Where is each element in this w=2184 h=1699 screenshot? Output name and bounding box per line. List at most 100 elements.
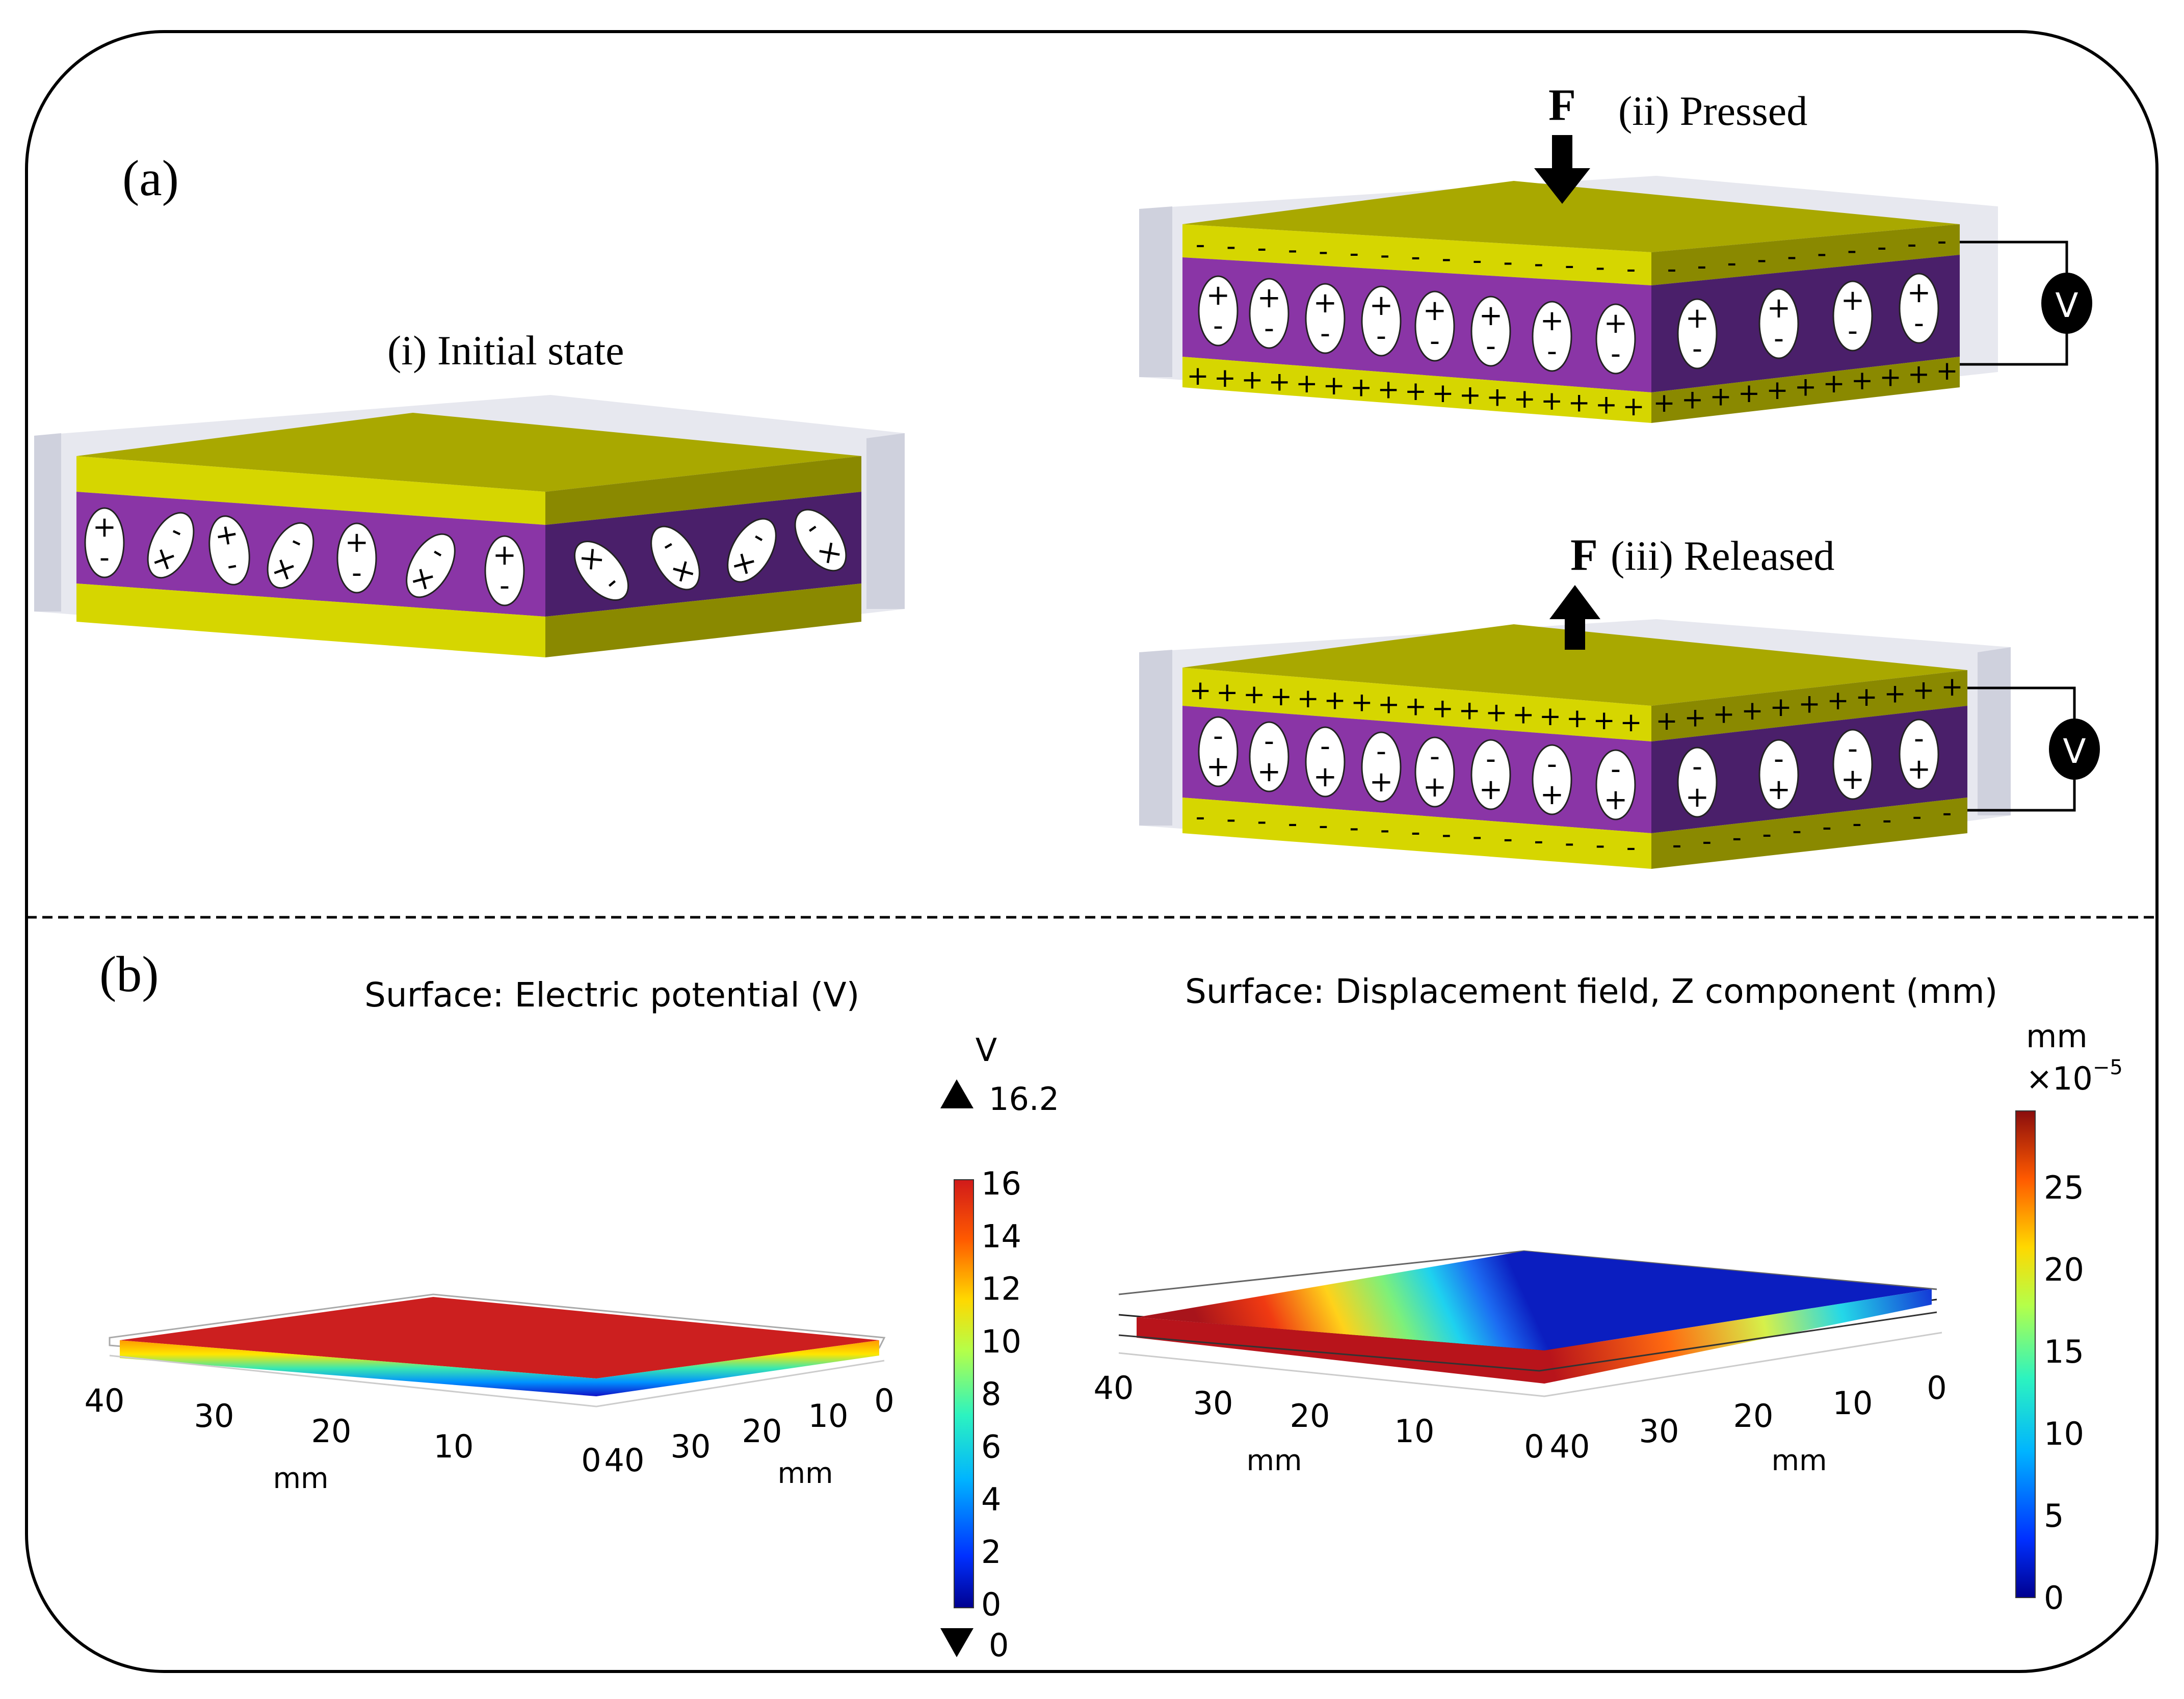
dipole-released: -+ (1414, 736, 1455, 808)
charge-pressed-bottom-front: + (1377, 374, 1400, 405)
svg-text:+: + (345, 526, 369, 559)
svg-text:+: + (1907, 276, 1931, 309)
left-max-marker: 16.2 (989, 1080, 1059, 1118)
charge-pressed-top-side: - (1757, 245, 1767, 275)
dipole-initial: -× (147, 512, 195, 579)
charge-pressed-top-front: - (1441, 243, 1451, 274)
svg-text:-: - (1547, 748, 1557, 781)
charge-released-bottom-side: - (1792, 815, 1802, 846)
charge-pressed-bottom-front: + (1187, 361, 1209, 391)
right-colorbar-scale: ×10−5 (2026, 1056, 2123, 1097)
left-axis-tick: 10 (808, 1397, 849, 1435)
charge-released-bottom-front: - (1595, 830, 1605, 861)
dipole-pressed: +- (1677, 298, 1718, 369)
charge-released-bottom-side: - (1942, 798, 1952, 828)
min-marker-icon (940, 1628, 973, 1657)
svg-text:+: + (1841, 763, 1865, 796)
svg-text:-: - (1376, 735, 1386, 768)
right-axis-tick: 40 (1550, 1428, 1590, 1465)
dipole-released: -+ (1595, 749, 1636, 820)
left-colorbar-unit: V (976, 1031, 997, 1069)
charge-pressed-bottom-front: + (1214, 363, 1236, 393)
charge-pressed-top-front: - (1565, 250, 1574, 281)
charge-released-bottom-side: - (1702, 826, 1712, 857)
svg-text:-: - (1692, 332, 1702, 365)
dipole-pressed: +- (1532, 301, 1572, 372)
svg-text:-: - (1692, 750, 1702, 783)
charge-released-top-front: + (1243, 679, 1266, 710)
svg-text:+: + (1479, 773, 1503, 806)
charge-pressed-top-front: - (1349, 238, 1359, 269)
charge-released-bottom-front: - (1472, 821, 1482, 852)
max-marker-icon (940, 1079, 973, 1108)
left-axis-tick: 20 (742, 1413, 782, 1450)
charge-released-top-front: + (1189, 675, 1212, 706)
svg-text:+: + (1686, 781, 1709, 814)
device-pressed: V (1139, 176, 2092, 423)
right-axis-tick: 20 (1290, 1397, 1330, 1435)
dipole-pressed: +- (1758, 288, 1799, 359)
left-colorbar-tick: 0 (981, 1586, 1001, 1623)
charge-pressed-bottom-front: + (1405, 376, 1427, 407)
right-colorbar-tick: 20 (2044, 1251, 2084, 1288)
svg-text:+: + (93, 511, 117, 544)
charge-pressed-bottom-front: + (1350, 373, 1373, 403)
charge-pressed-top-side: - (1817, 238, 1827, 269)
charge-pressed-bottom-front: + (1459, 380, 1482, 411)
svg-text:+: + (1767, 773, 1791, 806)
svg-text:-: - (1486, 330, 1496, 363)
potential-plate (109, 1293, 886, 1408)
charge-released-top-side: + (1798, 689, 1821, 720)
dipole-released: -+ (1305, 726, 1346, 798)
title-released: (iii) Released (1611, 533, 1834, 579)
left-colorbar-tick: 8 (981, 1375, 1001, 1413)
svg-text:-: - (1914, 307, 1924, 340)
svg-text:+: + (1257, 755, 1281, 788)
charge-released-bottom-front: - (1319, 810, 1328, 841)
charge-pressed-top-side: - (1937, 226, 1947, 256)
charge-pressed-top-front: - (1196, 229, 1205, 260)
charge-released-top-front: + (1378, 689, 1400, 720)
left-axis-tick: 30 (194, 1397, 234, 1435)
right-colorbar-tick: 0 (2044, 1579, 2064, 1616)
right-axis-tick: 0 (1927, 1369, 1946, 1406)
charge-released-top-side: + (1684, 702, 1706, 733)
charge-released-top-front: + (1593, 705, 1615, 736)
charge-pressed-top-front: - (1534, 249, 1544, 279)
charge-released-bottom-side: - (1762, 819, 1772, 849)
displacement-plate (1118, 1250, 1942, 1397)
charge-pressed-bottom-front: + (1296, 368, 1318, 399)
dipole-initial: +- (84, 507, 125, 578)
charge-pressed-top-side: - (1847, 235, 1857, 266)
svg-text:-: - (1320, 730, 1330, 763)
charge-pressed-top-front: - (1595, 252, 1605, 283)
charge-pressed-top-front: - (1503, 247, 1513, 277)
charge-pressed-bottom-side: + (1879, 362, 1902, 393)
left-axis-tick: 0 (874, 1382, 894, 1419)
svg-text:-: - (1848, 314, 1858, 348)
left-colorbar-tick: 2 (981, 1533, 1001, 1571)
charge-released-bottom-side: - (1882, 805, 1892, 835)
left-plot-title: Surface: Electric potential (V) (364, 975, 859, 1015)
svg-text:-: - (1774, 322, 1784, 355)
right-colorbar-scale-base: ×10 (2026, 1060, 2093, 1097)
svg-text:+: + (1604, 783, 1628, 816)
svg-text:+: + (1370, 289, 1393, 322)
charge-released-top-front: + (1539, 701, 1562, 732)
charge-released-top-front: + (1432, 693, 1454, 724)
svg-text:-: - (1264, 725, 1274, 758)
charge-released-top-front: + (1216, 677, 1239, 708)
right-axis-tick: 0 (1524, 1428, 1544, 1465)
charge-pressed-top-front: - (1226, 231, 1236, 261)
charge-pressed-top-front: - (1257, 233, 1267, 263)
left-colorbar-tick: 6 (981, 1428, 1001, 1465)
svg-text:-: - (1914, 722, 1924, 755)
charge-released-top-front: + (1351, 687, 1373, 718)
dipole-released: -+ (1899, 719, 1939, 790)
charge-pressed-bottom-side: + (1851, 365, 1874, 396)
charge-pressed-bottom-front: + (1432, 378, 1454, 409)
charge-pressed-top-side: - (1787, 242, 1797, 272)
svg-text:+: + (212, 517, 241, 553)
charge-pressed-top-front: - (1288, 234, 1298, 265)
